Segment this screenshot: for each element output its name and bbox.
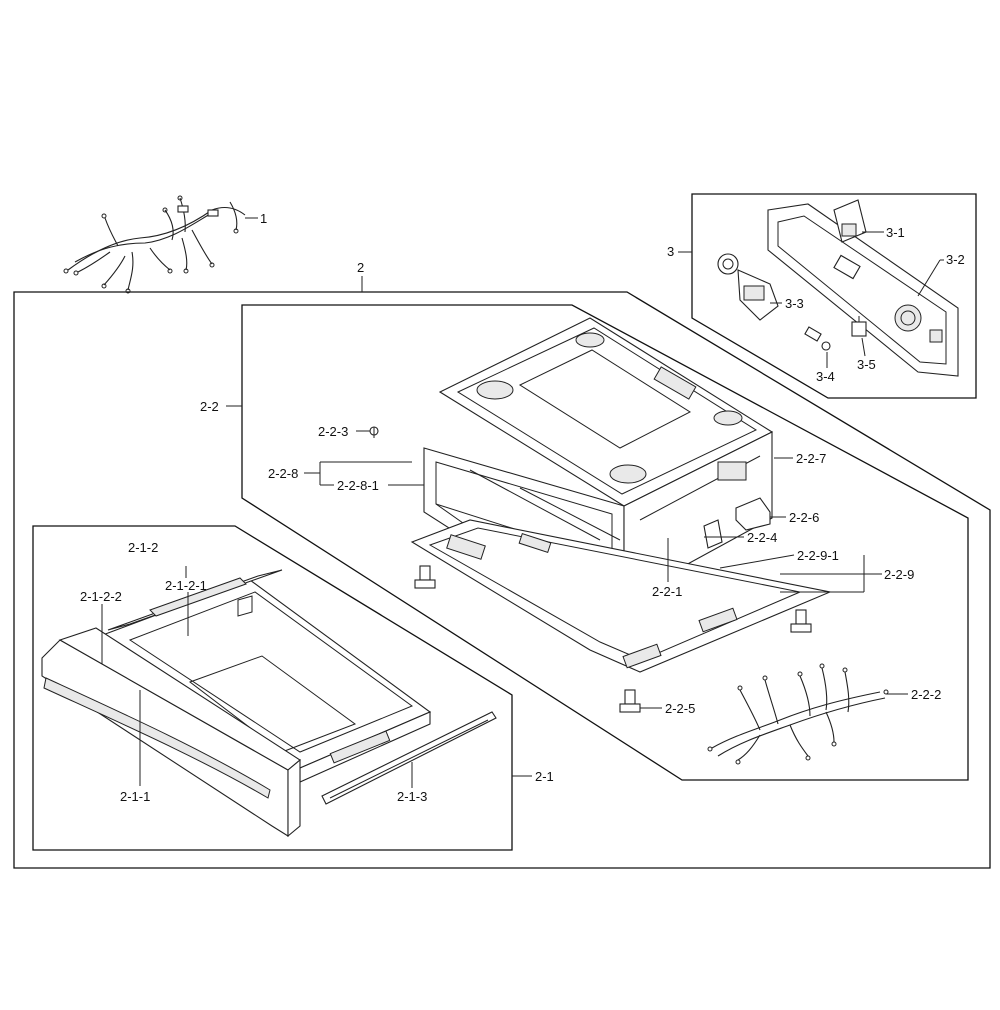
label-2-2-9-1: 2-2-9-1	[797, 548, 839, 563]
leader-lines	[101, 231, 944, 788]
label-3-5: 3-5	[857, 357, 876, 372]
label-2-2-6: 2-2-6	[789, 510, 819, 525]
wire-harness-2-2-2	[707, 663, 889, 765]
group-3-frame	[691, 193, 977, 399]
drawer-front-panel	[41, 627, 301, 838]
wire-harness-1	[63, 195, 246, 294]
label-3: 3	[667, 244, 674, 259]
label-2-1-2-2: 2-1-2-2	[80, 589, 122, 604]
control-panel-assembly	[717, 199, 959, 377]
label-3-4: 3-4	[816, 369, 835, 384]
cabinet-base	[369, 317, 832, 713]
screw-2-2-3	[369, 426, 379, 438]
drawer-slide-rail	[321, 711, 497, 805]
label-2-2-1: 2-2-1	[652, 584, 682, 599]
label-1: 1	[260, 211, 267, 226]
knob-switch-3-3	[717, 253, 779, 321]
sensor-3-5	[851, 316, 867, 337]
label-2-1-3: 2-1-3	[397, 789, 427, 804]
label-2: 2	[357, 260, 364, 275]
label-3-1: 3-1	[886, 225, 905, 240]
label-2-1-2-1: 2-1-2-1	[165, 578, 207, 593]
label-2-1: 2-1	[535, 769, 554, 784]
label-2-2-8: 2-2-8	[268, 466, 298, 481]
label-3-2: 3-2	[946, 252, 965, 267]
label-2-1-2: 2-1-2	[128, 540, 158, 555]
label-2-2-3: 2-2-3	[318, 424, 348, 439]
label-2-1-1: 2-1-1	[120, 789, 150, 804]
label-2-2-2: 2-2-2	[911, 687, 941, 702]
callout-labels: 1 2 3 3-1 3-2 3-3 3-4 3-5 2-2 2-2-3 2-2-…	[80, 211, 965, 804]
leveling-foot-front	[619, 689, 641, 713]
connector-3-4	[804, 326, 831, 351]
group-2-frame	[13, 291, 991, 869]
label-2-2-4: 2-2-4	[747, 530, 777, 545]
label-2-2: 2-2	[200, 399, 219, 414]
label-2-2-8-1: 2-2-8-1	[337, 478, 379, 493]
leveling-foot-left	[414, 565, 436, 589]
label-2-2-9: 2-2-9	[884, 567, 914, 582]
label-2-2-7: 2-2-7	[796, 451, 826, 466]
group-2-2-frame	[241, 304, 969, 781]
label-3-3: 3-3	[785, 296, 804, 311]
drawer-assembly	[41, 569, 497, 838]
group-2-1-frame	[32, 525, 513, 851]
label-2-2-5: 2-2-5	[665, 701, 695, 716]
leveling-foot-right	[790, 609, 812, 633]
